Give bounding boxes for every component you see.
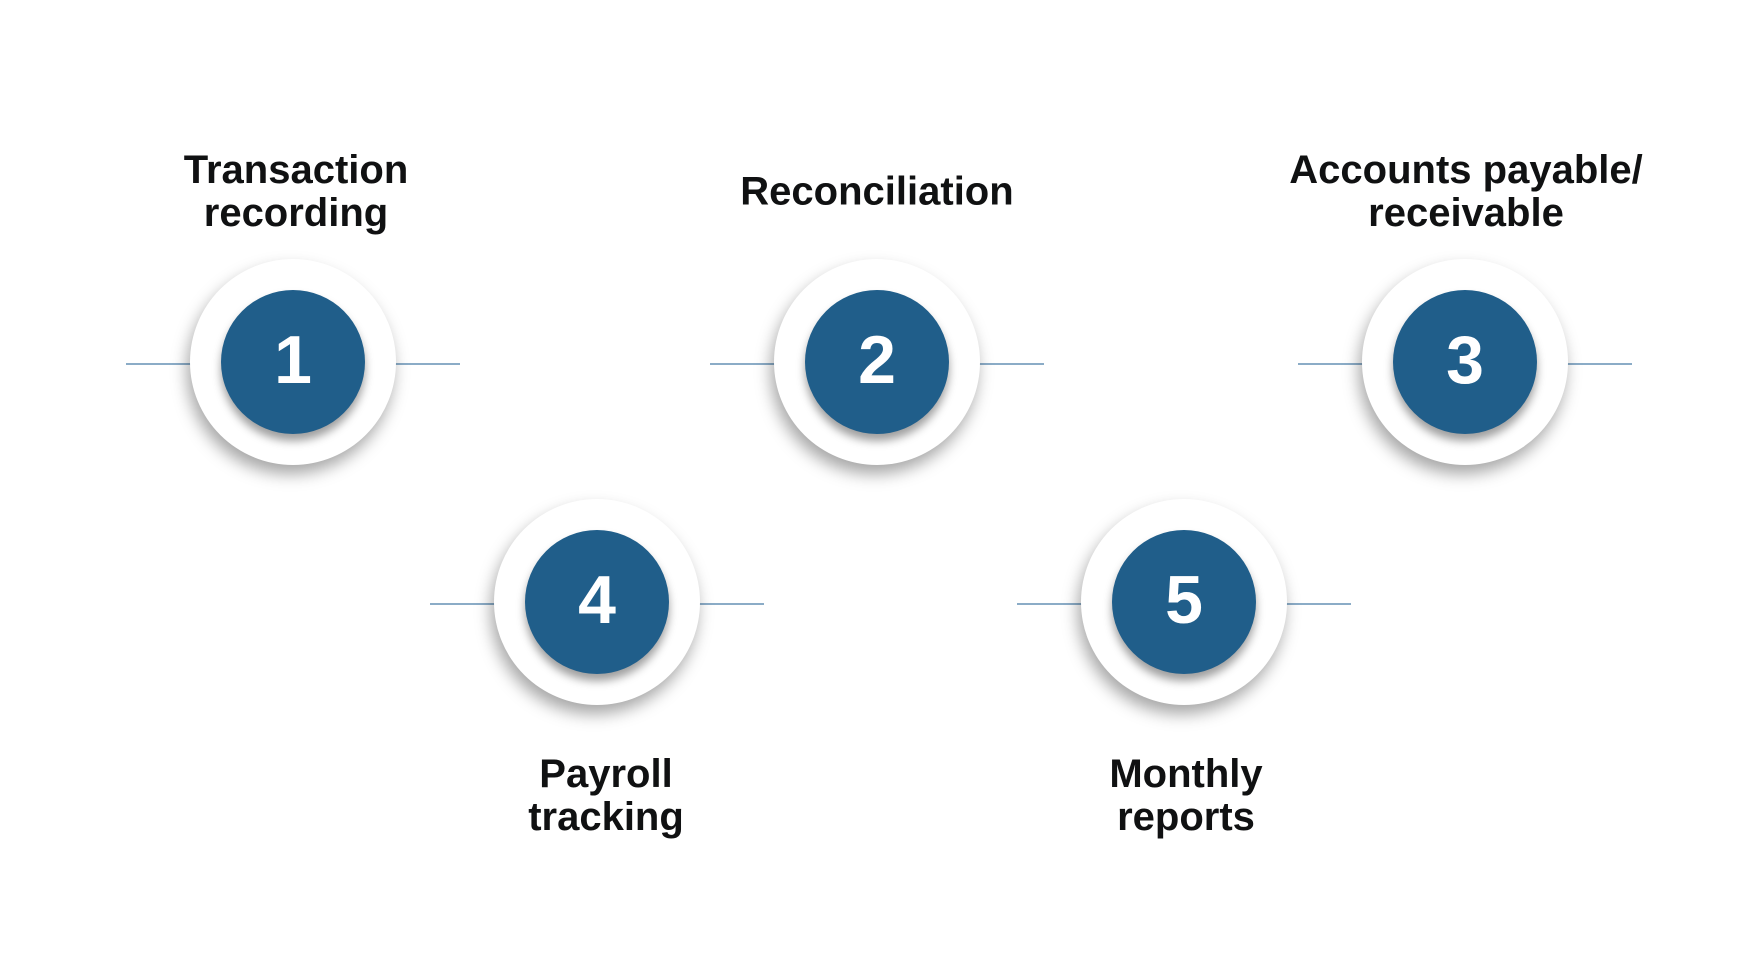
step-number: 4 <box>578 562 616 638</box>
step-label-line: Accounts payable/ <box>1289 147 1643 192</box>
step-label-4: Payroll tracking <box>366 751 846 839</box>
step-circle: 2 <box>805 290 949 434</box>
step-circle: 1 <box>221 290 365 434</box>
step-label-2: Reconciliation <box>637 170 1117 213</box>
step-number: 1 <box>274 322 312 398</box>
step-label-line: Payroll <box>539 751 673 796</box>
step-circle: 5 <box>1112 530 1256 674</box>
step-number: 3 <box>1446 322 1484 398</box>
step-label-line: reports <box>1117 795 1255 839</box>
step-node-3: 3 <box>1298 259 1632 465</box>
step-node-5: 5 <box>1017 499 1351 705</box>
step-number: 5 <box>1165 562 1203 638</box>
step-label-line: Transaction <box>183 147 409 192</box>
step-label-line: recording <box>203 191 389 235</box>
step-circle: 4 <box>525 530 669 674</box>
step-node-1: 1 <box>126 259 460 465</box>
step-label-1: Transaction recording <box>56 147 536 235</box>
step-number: 2 <box>858 322 896 398</box>
step-node-2: 2 <box>710 259 1044 465</box>
step-label-line: tracking <box>528 795 684 839</box>
step-node-4: 4 <box>430 499 764 705</box>
step-label-line: receivable <box>1368 191 1564 235</box>
step-label-3: Accounts payable/ receivable <box>1226 147 1706 235</box>
step-label-line: Reconciliation <box>740 169 1014 214</box>
step-label-5: Monthly reports <box>946 751 1426 839</box>
step-circle: 3 <box>1393 290 1537 434</box>
step-label-line: Monthly <box>1109 751 1263 796</box>
